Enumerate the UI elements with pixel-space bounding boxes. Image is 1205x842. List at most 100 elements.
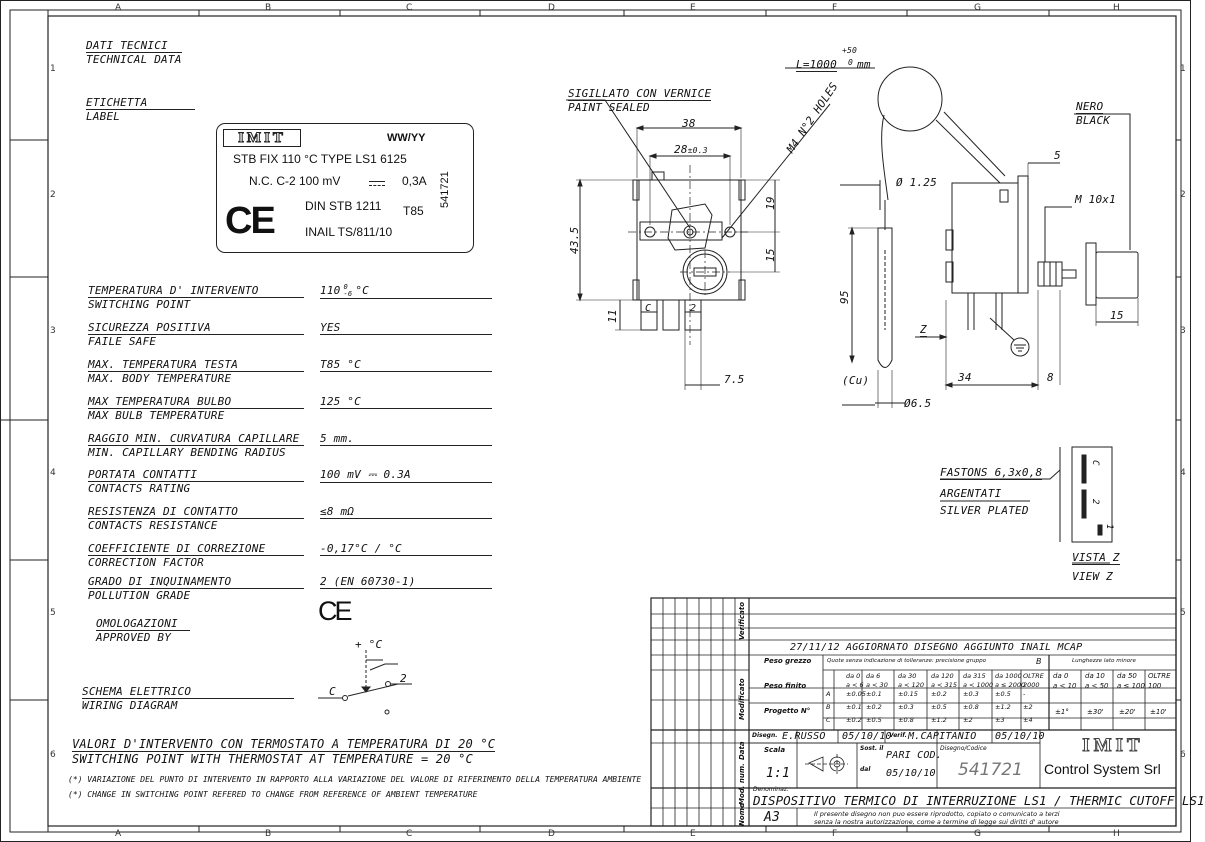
- angle-value-cell: ±30': [1087, 708, 1104, 716]
- angle-sub-cell: a < 10: [1053, 682, 1077, 690]
- dim-28: 28±0.3: [674, 143, 708, 156]
- fastons-label: FASTONS 6,3x0,8: [940, 466, 1043, 480]
- angle-head-cell: OLTRE: [1148, 672, 1171, 680]
- spec-value: ≤8 mΩ: [320, 505, 492, 519]
- range-sub-cell: a < 120: [898, 681, 924, 689]
- denomination-label: Denominaz.: [753, 786, 789, 793]
- tolerance-cell: ±0.1: [846, 703, 862, 711]
- label-title-it: ETICHETTA: [86, 96, 196, 110]
- tolerance-cell: A: [826, 690, 831, 698]
- tolerance-cell: C: [826, 716, 831, 724]
- revision-note: 27/11/12 AGGIORNATO DISEGNO AGGIUNTO INA…: [790, 642, 1083, 653]
- dim-34: 34: [958, 371, 972, 384]
- designer-label: Disegn.: [752, 732, 778, 739]
- spec-value: T85 °C: [320, 358, 492, 372]
- spec-label-it: SICUREZZA POSITIVA: [88, 321, 304, 335]
- sost-label: Sost. il: [860, 745, 884, 752]
- dim-43-5: 43.5: [568, 226, 581, 254]
- values-note-en: SWITCHING POINT WITH THERMOSTAT AT TEMPE…: [72, 752, 473, 766]
- capillary-unit: mm: [857, 58, 871, 71]
- spec-label-en: MAX. BODY TEMPERATURE: [88, 372, 232, 385]
- angle-value-cell: ±10': [1150, 708, 1167, 716]
- dim-dia-1-25: Ø 1.25: [896, 176, 937, 189]
- tolerance-cell: ±0.05: [846, 690, 866, 698]
- tolerance-cell: ±0.2: [931, 690, 947, 698]
- side-label-modificato: Modificato: [738, 678, 746, 720]
- spec-label-en: MIN. CAPILLARY BENDING RADIUS: [88, 446, 286, 459]
- tolerance-cell: ±2: [1023, 703, 1033, 711]
- range-sub-cell: 2000: [1023, 681, 1040, 689]
- black-label-en: BLACK: [1076, 114, 1111, 127]
- dim-95: 95: [838, 290, 851, 304]
- col-letter-h-bottom: H: [1113, 829, 1120, 839]
- range-head-cell: da 0: [846, 672, 861, 680]
- tolerance-cell: -: [1023, 690, 1026, 698]
- row-number-5: 5: [50, 608, 56, 618]
- wiring-terminal-2: 2: [400, 672, 407, 685]
- range-sub-cell: a < 1000: [963, 681, 994, 689]
- row-number-4: 4: [50, 468, 56, 478]
- tolerance-cell: ±0.8: [898, 716, 914, 724]
- front-terminal-c: C: [645, 303, 652, 314]
- spec-label-en: POLLUTION GRADE: [88, 589, 191, 602]
- col-letter-a-bottom: A: [115, 829, 122, 839]
- spec-label-it: MAX. TEMPERATURA TESTA: [88, 358, 304, 372]
- spec-label-it: TEMPERATURA D' INTERVENTO: [88, 284, 304, 298]
- row-number-2-right: 2: [1180, 190, 1186, 200]
- col-letter-e: E: [690, 3, 696, 13]
- label-date-code: WW/YY: [387, 132, 426, 144]
- angle-head-cell: da 0: [1053, 672, 1069, 680]
- spec-label-it: COEFFICIENTE DI CORREZIONE: [88, 542, 304, 556]
- view-z-title-it: VISTA Z: [1072, 551, 1120, 565]
- drawing-code: 541721: [958, 760, 1023, 780]
- scale-value: 1:1: [766, 766, 791, 781]
- side-label-data: Data: [738, 741, 746, 760]
- drawing-code-label: Disegno/Codice: [940, 745, 987, 752]
- wiring-plus-temp: + °C: [355, 638, 383, 651]
- dim-38: 38: [682, 117, 696, 130]
- dim-11: 11: [606, 309, 619, 323]
- col-letter-a: A: [115, 3, 122, 13]
- range-head-cell: da 1000: [995, 672, 1022, 680]
- capillary-tol-dn: 0: [848, 58, 854, 67]
- tech-data-title-en: TECHNICAL DATA: [86, 53, 182, 66]
- spec-label-en: CORRECTION FACTOR: [88, 556, 204, 569]
- dim-19: 19: [764, 196, 777, 210]
- angle-head-cell: da 10: [1085, 672, 1105, 680]
- tolerance-cell: ±0.3: [963, 690, 979, 698]
- approved-title-en: APPROVED BY: [96, 631, 172, 644]
- wiring-title-en: WIRING DIAGRAM: [82, 699, 178, 712]
- dim-15-vertical: 15: [764, 248, 777, 262]
- front-terminal-2: 2: [690, 303, 697, 314]
- dim-8: 8: [1047, 371, 1054, 384]
- col-letter-g-bottom: G: [974, 829, 981, 839]
- col-letter-e-bottom: E: [690, 829, 696, 839]
- angle-sub-cell: 100: [1148, 682, 1162, 690]
- angle-value-cell: ±1°: [1055, 708, 1069, 716]
- label-line1: STB FIX 110 °C TYPE LS1 6125: [233, 152, 407, 166]
- label-code: 541721: [439, 171, 451, 208]
- tolerance-cell: ±0.5: [995, 690, 1011, 698]
- col-letter-b-bottom: B: [265, 829, 272, 839]
- range-sub-cell: a ≤ 2000: [995, 681, 1026, 689]
- footnote-en: (*) CHANGE IN SWITCHING POINT REFERED TO…: [68, 790, 478, 799]
- view-z-terminal-2: 2: [1090, 499, 1100, 505]
- legal-line-2: senza la nostra autorizzazione, come a t…: [814, 818, 1059, 826]
- bulb-material: (Cu): [842, 374, 870, 387]
- label-inail: INAIL TS/811/10: [305, 225, 393, 239]
- angle-value-cell: ±20': [1119, 708, 1136, 716]
- pari-date: 05/10/10: [886, 768, 936, 779]
- tolerance-cell: ±4: [1023, 716, 1033, 724]
- angle-head-cell: da 50: [1117, 672, 1137, 680]
- col-letter-h: H: [1113, 3, 1120, 13]
- dim-7-5: 7.5: [724, 373, 745, 386]
- verifier-label: Verif.: [889, 732, 907, 739]
- drawing-name: DISPOSITIVO TERMICO DI INTERRUZIONE LS1 …: [753, 793, 1205, 808]
- tolerance-group: B: [1036, 657, 1042, 666]
- capillary-tol-up: +50: [842, 46, 858, 55]
- imit-logo: IMIT: [223, 129, 301, 147]
- spec-value-tol-dn: -6: [343, 290, 353, 298]
- approved-title-it: OMOLOGAZIONI: [96, 617, 190, 631]
- side-label-verificato: Verificato: [738, 601, 746, 640]
- col-letter-f: F: [832, 3, 838, 13]
